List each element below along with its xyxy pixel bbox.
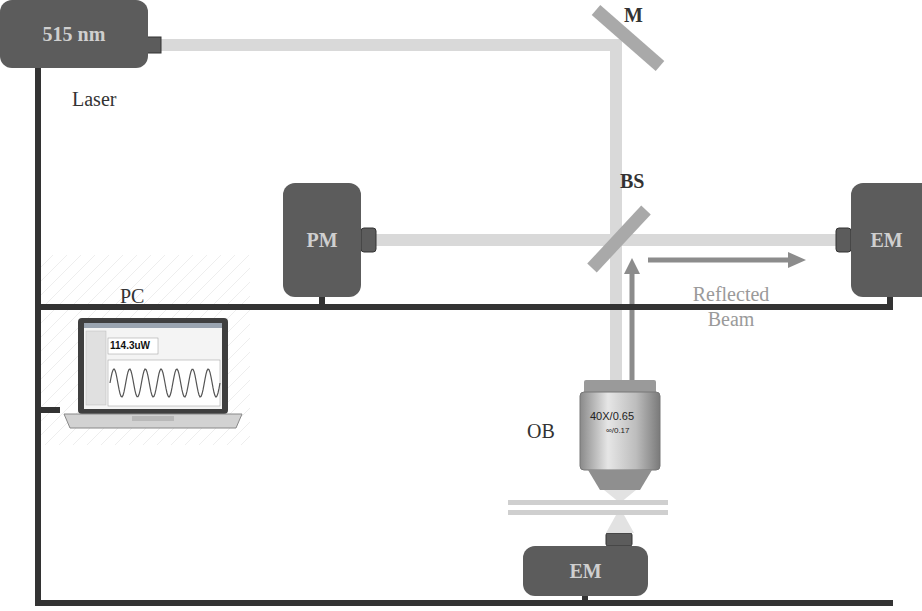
power-meter-box: PM bbox=[283, 183, 361, 297]
sample-slide bbox=[508, 510, 668, 515]
detector-port bbox=[606, 533, 632, 546]
chart-area bbox=[108, 360, 220, 406]
detector-port bbox=[361, 228, 376, 252]
laptop-base bbox=[64, 414, 242, 428]
device-name: EM bbox=[569, 560, 601, 583]
part-label: BS bbox=[620, 170, 644, 193]
objective-marking: 40X/0.65 bbox=[590, 410, 634, 422]
arrow-head bbox=[624, 258, 640, 274]
computer: PC 114.3uW bbox=[60, 283, 245, 433]
detector-port bbox=[836, 228, 851, 252]
laser-beam bbox=[160, 39, 622, 51]
signal-wave bbox=[110, 369, 220, 397]
energy-meter-box: EM bbox=[851, 183, 922, 297]
energy-meter-box: EM bbox=[523, 546, 648, 596]
objective-marking: ∞/0.17 bbox=[606, 426, 630, 435]
readout-box bbox=[108, 338, 158, 354]
objective-body bbox=[580, 392, 660, 470]
part-label: M bbox=[624, 4, 643, 27]
background-texture bbox=[40, 255, 250, 445]
device-name: 515 nm bbox=[43, 23, 106, 46]
screen-readout: 114.3uW bbox=[110, 340, 150, 351]
arrow-head bbox=[788, 252, 806, 268]
laser-box: 515 nmLaser bbox=[0, 0, 148, 68]
device-name: EM bbox=[870, 229, 902, 252]
device-label: Laser bbox=[72, 88, 116, 111]
device-name: PM bbox=[306, 229, 337, 252]
cable bbox=[38, 68, 60, 410]
laser-port bbox=[147, 37, 161, 53]
window-bar bbox=[84, 323, 222, 328]
light-cone bbox=[606, 515, 634, 533]
reflected-arrow bbox=[648, 258, 790, 263]
sample-slide bbox=[508, 500, 668, 505]
side-panel bbox=[86, 331, 106, 405]
laptop-screen-frame bbox=[78, 318, 228, 414]
touchpad bbox=[132, 416, 174, 421]
beam-splitter bbox=[592, 210, 646, 268]
laptop-screen bbox=[84, 323, 222, 409]
cable bbox=[38, 297, 322, 410]
cable bbox=[38, 297, 890, 410]
objective-nose bbox=[588, 470, 652, 490]
laser-beam bbox=[610, 39, 622, 389]
part-label: OB bbox=[527, 420, 555, 443]
device-label: PC bbox=[120, 285, 144, 308]
cable bbox=[38, 410, 585, 603]
beam-label: Reflected Beam bbox=[676, 282, 786, 332]
